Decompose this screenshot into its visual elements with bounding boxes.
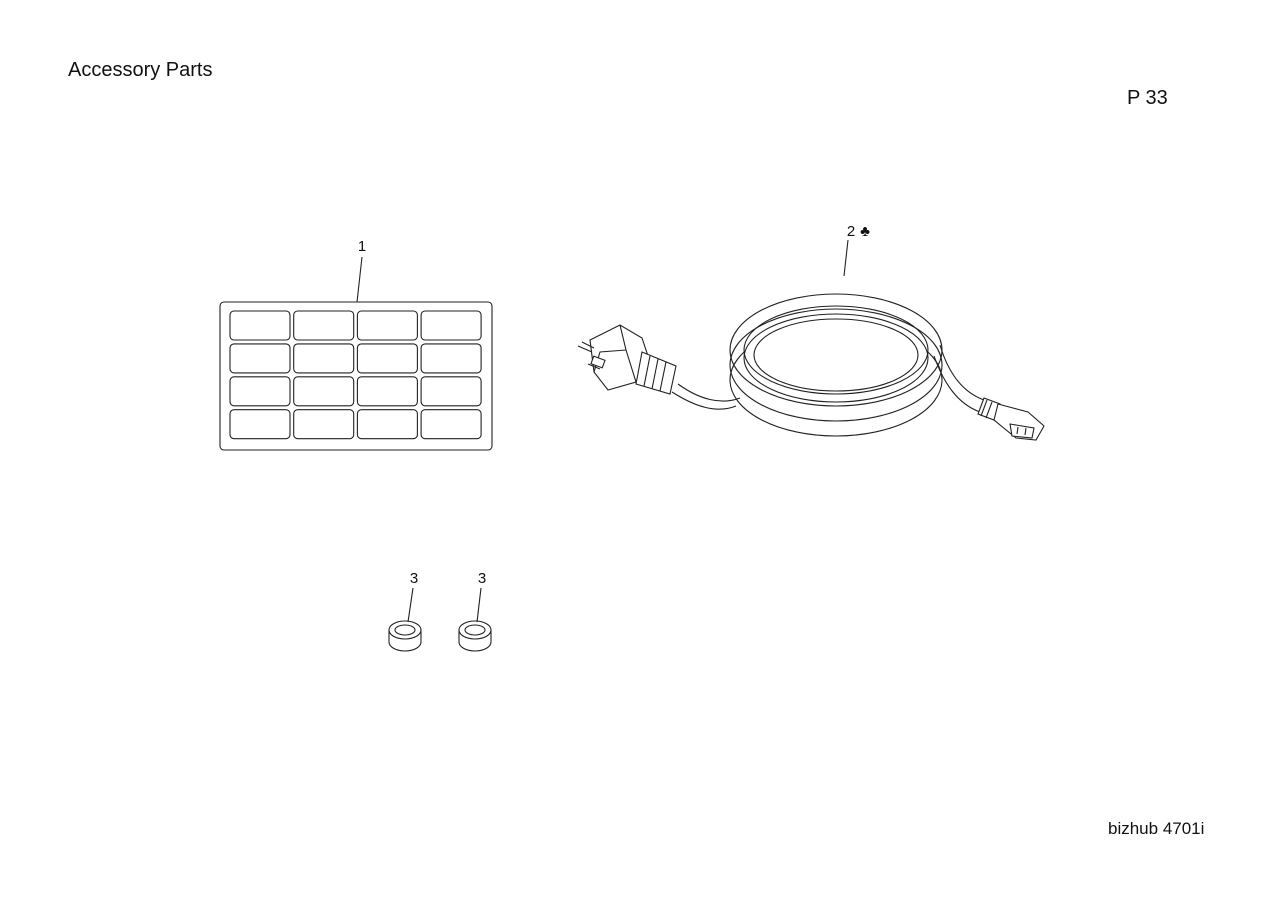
leader-line-3b — [476, 587, 482, 623]
part-ferrite-core-b — [458, 620, 492, 652]
callout-3a: 3 — [410, 570, 418, 587]
label-cell — [293, 376, 355, 407]
callout-2: 2 — [847, 223, 855, 240]
leader-line-3a — [407, 587, 414, 623]
label-cell — [420, 310, 482, 341]
model-name: bizhub 4701i — [1108, 819, 1205, 838]
label-cell — [229, 409, 291, 440]
label-cell — [420, 376, 482, 407]
club-marker: ♣ — [860, 223, 870, 240]
label-cell — [293, 343, 355, 374]
label-cell — [293, 310, 355, 341]
label-cell — [229, 310, 291, 341]
part-ferrite-core-a — [388, 620, 422, 652]
label-cell — [229, 376, 291, 407]
label-cell — [420, 343, 482, 374]
page-number: P 33 — [1127, 87, 1168, 109]
label-cell — [420, 409, 482, 440]
label-cell — [293, 409, 355, 440]
label-cell — [229, 343, 291, 374]
label-cell — [356, 343, 418, 374]
callout-3b: 3 — [478, 570, 486, 587]
label-cell — [356, 409, 418, 440]
label-cell — [356, 310, 418, 341]
part-label-sheet — [219, 301, 493, 451]
leader-line-2 — [843, 239, 849, 277]
label-cell — [356, 376, 418, 407]
page-title: Accessory Parts — [68, 59, 213, 81]
callout-1: 1 — [358, 238, 366, 255]
leader-line-1 — [356, 256, 363, 303]
part-power-cord — [577, 293, 1045, 441]
